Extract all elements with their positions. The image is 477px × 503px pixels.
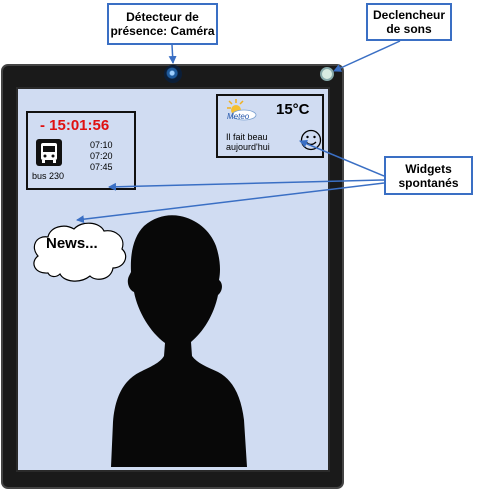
arrow-to-weather-widget: [299, 140, 385, 177]
camera-callout-line2: présence: Caméra: [110, 24, 215, 38]
bus-line-label: bus 230: [32, 171, 65, 181]
temperature: 15°C: [276, 101, 310, 118]
sound-callout-line2: de sons: [386, 22, 432, 36]
news-bubble-text: News...: [46, 235, 98, 252]
sound-callout: Declencheur de sons: [366, 3, 452, 41]
arrow-to-news-bubble: [76, 182, 385, 224]
bus-icon: [36, 139, 62, 166]
weather-message-line2: aujourd'hui: [226, 142, 270, 152]
bus-departure: 07:20: [90, 151, 113, 161]
news-cloud: [33, 222, 127, 282]
widgets-callout-line2: spontanés: [398, 175, 459, 190]
widgets-callout-line1: Widgets: [405, 161, 452, 176]
sound-sensor-icon: [320, 67, 334, 81]
sun-cloud-icon: [227, 99, 257, 121]
sound-callout-line1: Declencheur: [372, 8, 446, 22]
weather-message-line1: Il fait beau: [226, 132, 268, 142]
meteo-label: Meteo: [227, 112, 250, 121]
camera-callout: Détecteur de présence: Caméra: [107, 3, 218, 45]
weather-message: Il fait beau aujourd'hui: [226, 132, 270, 152]
bus-departure: 07:45: [90, 162, 113, 172]
widgets-callout: Widgets spontanés: [384, 156, 473, 195]
arrow-to-camera: [168, 44, 177, 64]
bus-countdown: - 15:01:56: [40, 117, 110, 134]
bus-departure: 07:10: [90, 140, 113, 150]
arrow-to-sound-sensor: [333, 40, 401, 72]
person-silhouette: [111, 215, 247, 467]
camera-callout-line1: Détecteur de: [126, 10, 199, 24]
bus-widget: - 15:01:56 bus 230 07:10 07:20 07:45: [26, 111, 136, 190]
arrow-to-bus-widget: [108, 179, 385, 191]
camera-icon: [164, 65, 182, 83]
